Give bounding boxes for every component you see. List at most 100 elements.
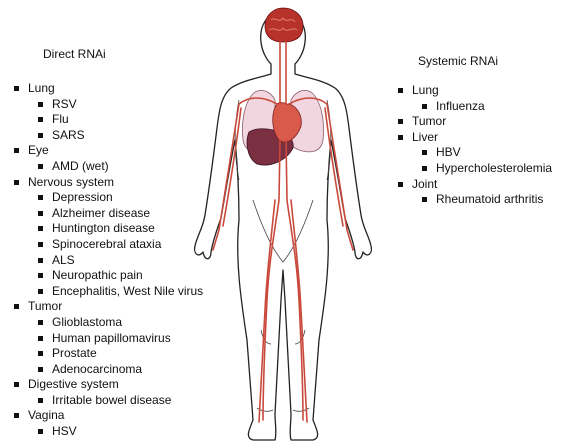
subcategory-item: Spinocerebral ataxia xyxy=(12,237,203,253)
item-label: Adenocarcinoma xyxy=(52,362,142,376)
subcategory-item: Prostate xyxy=(12,346,203,362)
item-label: Glioblastoma xyxy=(52,315,122,329)
bullet-icon xyxy=(38,117,43,122)
item-label: Eye xyxy=(28,143,49,157)
item-label: Vagina xyxy=(28,408,64,422)
bullet-icon xyxy=(14,413,19,418)
subcategory-item: Encephalitis, West Nile virus xyxy=(12,284,203,300)
item-label: Neuropathic pain xyxy=(52,268,143,282)
item-label: Flu xyxy=(52,112,69,126)
item-label: Irritable bowel disease xyxy=(52,393,171,407)
subcategory-item: RSV xyxy=(12,97,203,113)
bullet-icon xyxy=(38,289,43,294)
bullet-icon xyxy=(38,258,43,263)
item-label: Lung xyxy=(28,81,55,95)
subcategory-item: Irritable bowel disease xyxy=(12,393,203,409)
bullet-icon xyxy=(422,166,427,171)
bullet-icon xyxy=(38,164,43,169)
category-item: Tumor xyxy=(12,299,203,315)
bullet-icon xyxy=(398,182,403,187)
bullet-icon xyxy=(38,226,43,231)
item-label: Digestive system xyxy=(28,377,119,391)
subcategory-item: Huntington disease xyxy=(12,221,203,237)
subcategory-item: SARS xyxy=(12,128,203,144)
item-label: Tumor xyxy=(28,299,62,313)
item-label: Encephalitis, West Nile virus xyxy=(52,284,203,298)
item-label: ALS xyxy=(52,253,75,267)
bullet-icon xyxy=(38,336,43,341)
systemic-rnai-title: Systemic RNAi xyxy=(418,54,498,68)
item-label: Alzheimer disease xyxy=(52,206,150,220)
category-item: Eye xyxy=(12,143,203,159)
subcategory-item: AMD (wet) xyxy=(12,159,203,175)
subcategory-item: ALS xyxy=(12,253,203,269)
item-label: Tumor xyxy=(412,114,446,128)
bullet-icon xyxy=(38,242,43,247)
bullet-icon xyxy=(398,119,403,124)
item-label: Influenza xyxy=(436,99,485,113)
subcategory-item: Glioblastoma xyxy=(12,315,203,331)
bullet-icon xyxy=(422,197,427,202)
bullet-icon xyxy=(398,135,403,140)
item-label: SARS xyxy=(52,128,85,142)
human-body-figure xyxy=(183,0,383,448)
category-item: Lung xyxy=(12,81,203,97)
item-label: Nervous system xyxy=(28,175,114,189)
subcategory-item: Human papillomavirus xyxy=(12,331,203,347)
bullet-icon xyxy=(398,88,403,93)
bullet-icon xyxy=(38,398,43,403)
item-label: AMD (wet) xyxy=(52,159,109,173)
item-label: Lung xyxy=(412,83,439,97)
item-label: Huntington disease xyxy=(52,221,155,235)
bullet-icon xyxy=(38,320,43,325)
item-label: Hypercholesterolemia xyxy=(436,161,552,175)
subcategory-item: Influenza xyxy=(396,99,552,115)
direct-rnai-title: Direct RNAi xyxy=(43,47,106,61)
subcategory-item: Flu xyxy=(12,112,203,128)
category-item: Lung xyxy=(396,83,552,99)
subcategory-item: HSV xyxy=(12,424,203,440)
category-item: Vagina xyxy=(12,408,203,424)
item-label: HBV xyxy=(436,145,461,159)
subcategory-item: Depression xyxy=(12,190,203,206)
item-label: Human papillomavirus xyxy=(52,331,171,345)
subcategory-item: Hypercholesterolemia xyxy=(396,161,552,177)
category-item: Liver xyxy=(396,130,552,146)
item-label: Joint xyxy=(412,177,437,191)
category-item: Joint xyxy=(396,177,552,193)
item-label: Liver xyxy=(412,130,438,144)
subcategory-item: Rheumatoid arthritis xyxy=(396,192,552,208)
bullet-icon xyxy=(38,102,43,107)
item-label: Rheumatoid arthritis xyxy=(436,192,543,206)
bullet-icon xyxy=(14,180,19,185)
bullet-icon xyxy=(38,195,43,200)
subcategory-item: Neuropathic pain xyxy=(12,268,203,284)
bullet-icon xyxy=(14,148,19,153)
item-label: RSV xyxy=(52,97,77,111)
bullet-icon xyxy=(38,351,43,356)
subcategory-item: Adenocarcinoma xyxy=(12,362,203,378)
category-item: Nervous system xyxy=(12,175,203,191)
bullet-icon xyxy=(14,304,19,309)
body-outline xyxy=(195,12,372,440)
brain xyxy=(265,8,303,42)
item-label: Spinocerebral ataxia xyxy=(52,237,161,251)
bullet-icon xyxy=(38,133,43,138)
bullet-icon xyxy=(38,211,43,216)
item-label: Prostate xyxy=(52,346,97,360)
bullet-icon xyxy=(38,367,43,372)
bullet-icon xyxy=(38,273,43,278)
bullet-icon xyxy=(14,86,19,91)
bullet-icon xyxy=(14,382,19,387)
item-label: HSV xyxy=(52,424,77,438)
subcategory-item: HBV xyxy=(396,145,552,161)
subcategory-item: Alzheimer disease xyxy=(12,206,203,222)
bullet-icon xyxy=(422,104,427,109)
category-item: Digestive system xyxy=(12,377,203,393)
category-item: Tumor xyxy=(396,114,552,130)
item-label: Depression xyxy=(52,190,113,204)
bullet-icon xyxy=(38,429,43,434)
bullet-icon xyxy=(422,150,427,155)
